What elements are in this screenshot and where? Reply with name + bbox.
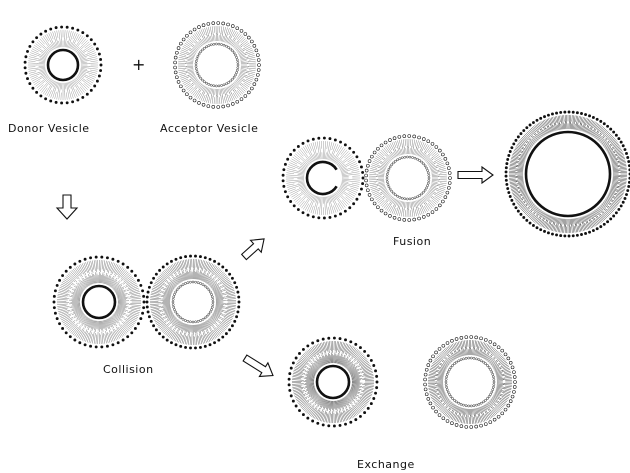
up-right-arrow-icon xyxy=(239,233,270,263)
exchange-acceptor-vesicle xyxy=(424,336,517,429)
down-arrow-icon xyxy=(57,195,77,219)
acceptor-vesicle-top xyxy=(174,22,261,109)
fused-vesicle xyxy=(505,111,630,238)
exchange-label: Exchange xyxy=(357,458,415,471)
right-arrow-icon xyxy=(458,167,493,183)
acceptor-vesicle-label: Acceptor Vesicle xyxy=(160,122,258,135)
exchange-donor-vesicle xyxy=(288,337,379,428)
plus-sign: + xyxy=(132,55,145,74)
donor-vesicle-label: Donor Vesicle xyxy=(8,122,90,135)
down-right-arrow-icon xyxy=(241,351,277,382)
fusion-pair xyxy=(282,135,452,222)
donor-vesicle-top xyxy=(24,26,103,105)
fusion-label: Fusion xyxy=(393,235,431,248)
collision-pair xyxy=(53,255,241,350)
collision-label: Collision xyxy=(103,363,154,376)
